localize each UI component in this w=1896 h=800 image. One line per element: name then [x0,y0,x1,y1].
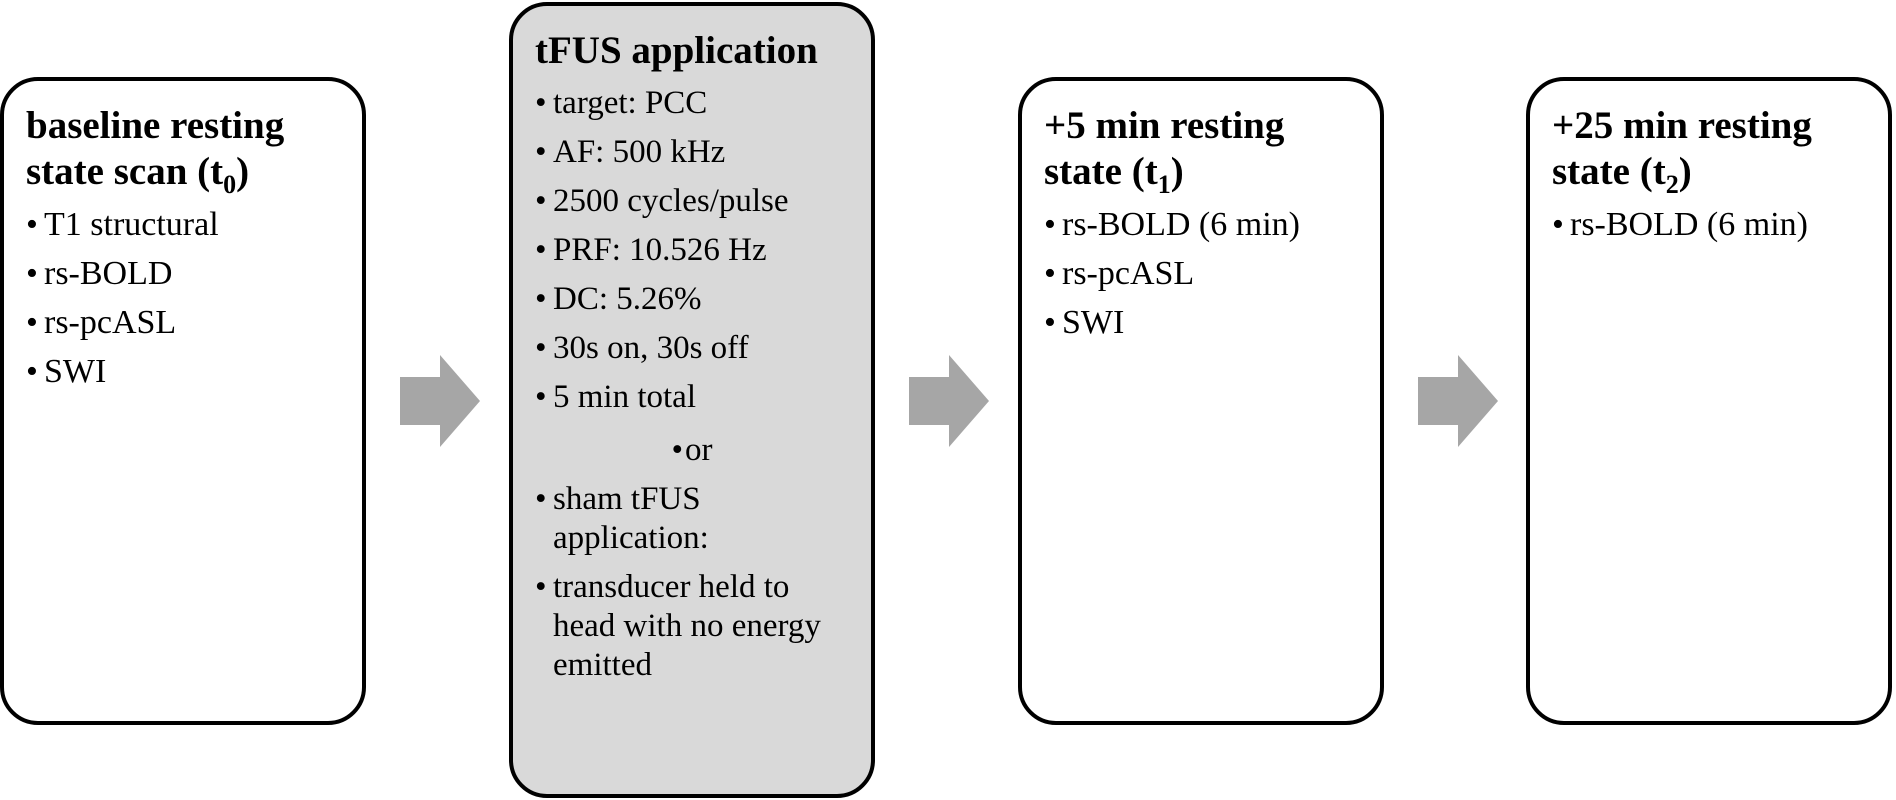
list-item: target: PCC [535,84,849,123]
step-t2-list: rs-BOLD (6 min) [1552,205,1866,245]
list-item: SWI [1044,303,1358,343]
step-baseline-list: T1 structural rs-BOLD rs-pcASL SWI [26,205,340,392]
step-tfus-box: tFUS application target: PCC AF: 500 kHz… [509,2,875,798]
list-item: rs-pcASL [1044,254,1358,294]
step-t1-title: +5 min resting state (t1) [1044,103,1358,197]
step-t1-title-subscript: 1 [1157,169,1171,199]
step-baseline-title-subscript: 0 [223,169,237,199]
step-t1-box: +5 min resting state (t1) rs-BOLD (6 min… [1018,77,1384,725]
step-tfus-title: tFUS application [535,29,818,72]
step-baseline-title: baseline resting state scan (t0) [26,103,340,197]
list-item: AF: 500 kHz [535,133,849,172]
step-t2-title-text: +25 min resting state (t [1552,104,1812,193]
step-t2-title-end: ) [1678,150,1692,193]
list-item: transducer held to head with no energy e… [535,568,849,685]
step-t2-title-subscript: 2 [1665,169,1679,199]
step-baseline-title-end: ) [236,150,250,193]
list-item: PRF: 10.526 Hz [535,231,849,270]
step-t2-title: +25 min resting state (t2) [1552,103,1866,197]
step-baseline-title-text: baseline resting state scan (t [26,104,285,193]
list-item: rs-BOLD (6 min) [1552,205,1866,245]
list-item: sham tFUS application: [535,480,849,558]
list-item: rs-pcASL [26,303,340,343]
list-item: 30s on, 30s off [535,329,849,368]
step-tfus-list: target: PCC AF: 500 kHz 2500 cycles/puls… [535,84,849,685]
or-separator: or [535,431,849,470]
arrow-right-icon [1418,355,1498,447]
step-t1-title-text: +5 min resting state (t [1044,104,1285,193]
list-item: rs-BOLD [26,254,340,294]
step-t1-title-end: ) [1170,150,1184,193]
list-item: rs-BOLD (6 min) [1044,205,1358,245]
list-item: SWI [26,352,340,392]
arrow-right-icon [400,355,480,447]
step-t1-list: rs-BOLD (6 min) rs-pcASL SWI [1044,205,1358,343]
step-baseline-box: baseline resting state scan (t0) T1 stru… [0,77,366,725]
step-t2-box: +25 min resting state (t2) rs-BOLD (6 mi… [1526,77,1892,725]
list-item: 2500 cycles/pulse [535,182,849,221]
list-item: T1 structural [26,205,340,245]
arrow-right-icon [909,355,989,447]
list-item: DC: 5.26% [535,280,849,319]
list-item: 5 min total [535,378,849,417]
